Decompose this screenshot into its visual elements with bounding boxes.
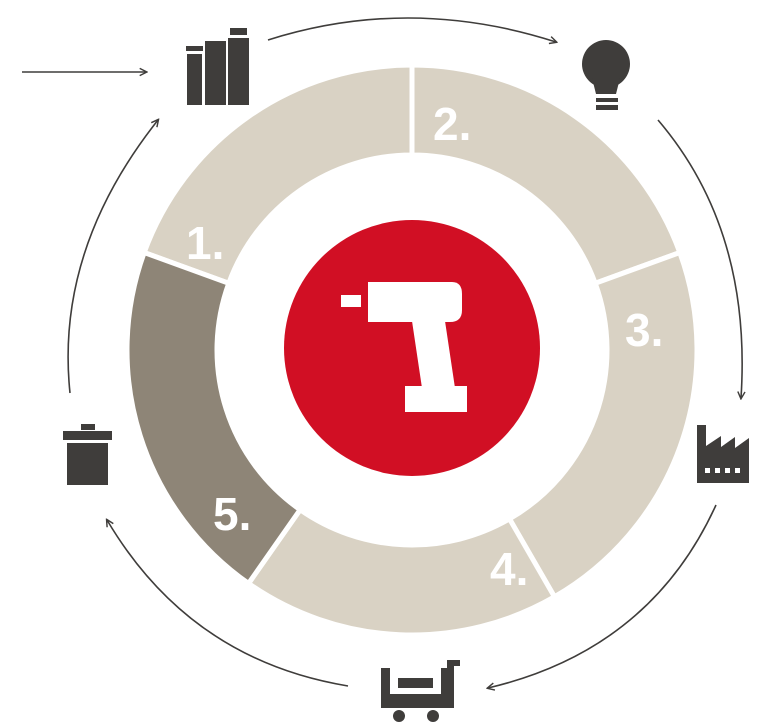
factory-icon [697, 425, 749, 483]
segment-4-label: 4. [490, 543, 528, 595]
arrow-production-to-sale [488, 504, 717, 688]
arrow-materials-to-design [267, 17, 556, 42]
lightbulb-icon [582, 40, 630, 110]
arrow-disposal-to-materials [67, 120, 158, 394]
segment-5-label: 5. [213, 488, 251, 540]
arrow-sale-to-disposal [107, 520, 349, 687]
arrow-design-to-production [657, 119, 742, 398]
segment-1-label: 1. [186, 217, 224, 269]
segment-3-label: 3. [625, 304, 663, 356]
ring-segment-5 [124, 249, 304, 587]
segment-2-label: 2. [433, 98, 471, 150]
ring-segment-3 [506, 249, 700, 601]
center-circle [284, 220, 540, 476]
batteries-icon [186, 28, 249, 105]
shopping-cart-icon [381, 660, 460, 722]
trash-can-icon [63, 424, 112, 485]
lifecycle-ring [124, 62, 700, 638]
cordless-drill-icon [341, 282, 467, 412]
